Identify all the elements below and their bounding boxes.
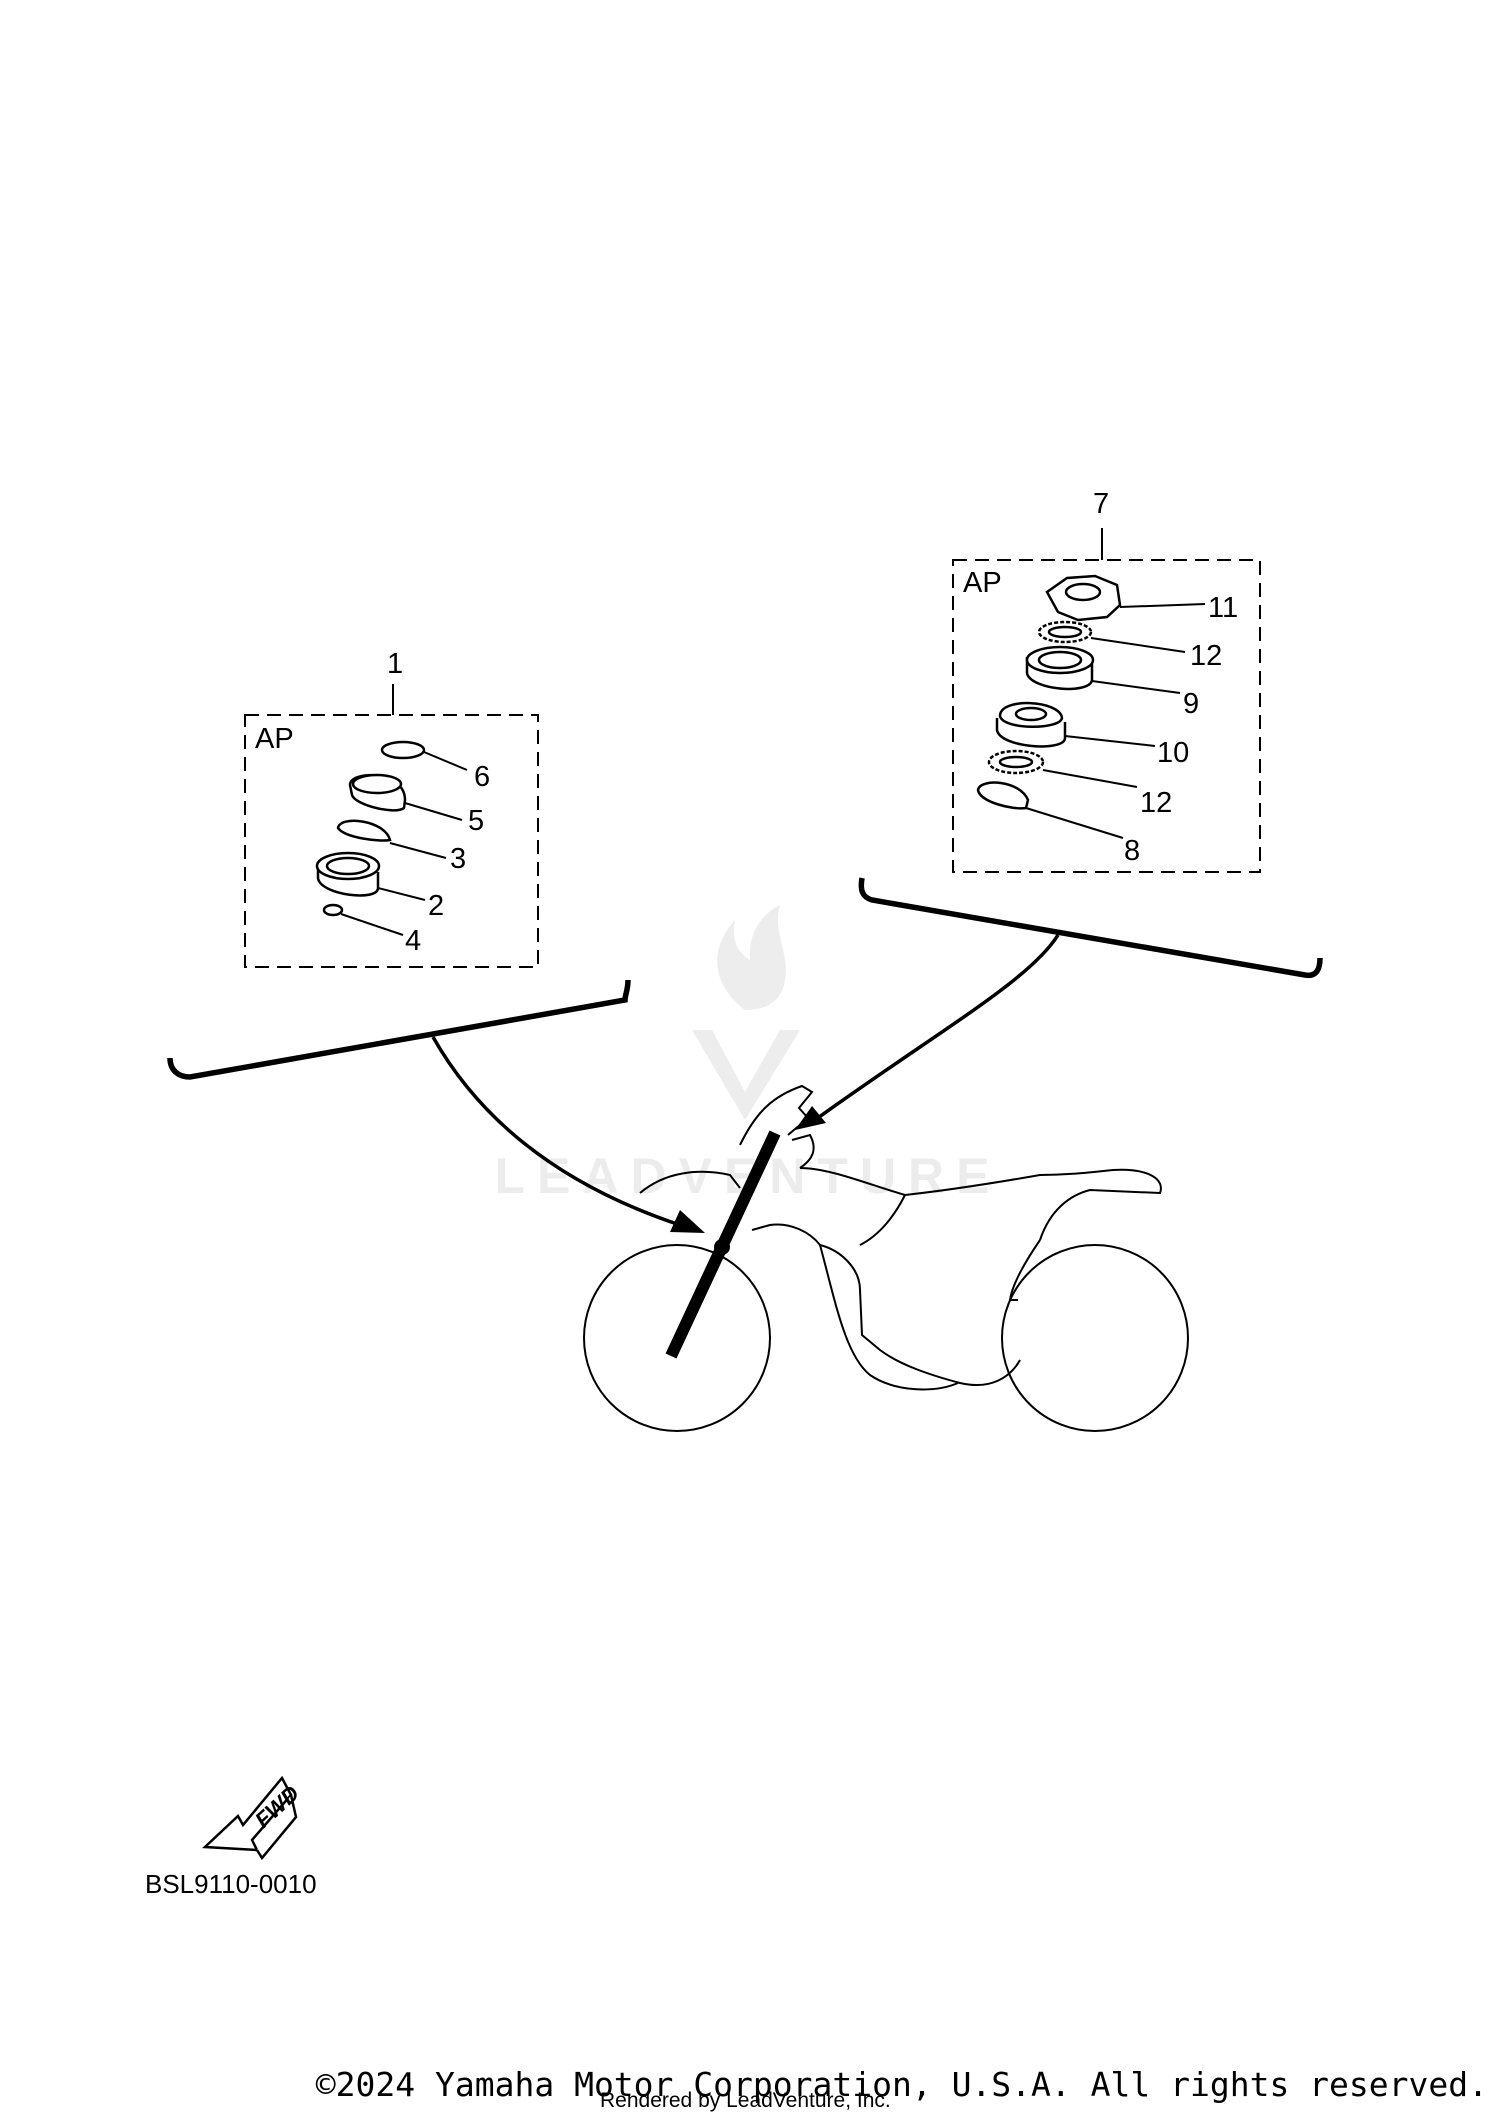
assembly-right-arrow [813,934,1060,1122]
rear-fender [1008,1239,1041,1301]
assembly-left-box-label: AP [255,723,294,755]
part-10-callout: 10 [1157,737,1189,769]
part-2-callout: 2 [428,890,444,922]
copyright-notice: ©2024 Yamaha Motor Corporation, U.S.A. A… [315,2065,1488,2104]
rendered-by-notice: Rendered by LeadVenture, Inc. [600,2089,891,2112]
assembly-right-bracket [858,877,1323,979]
part-11-callout: 11 [1208,592,1238,624]
part-8-callout: 8 [1124,835,1140,867]
assembly-left-callout: 1 [387,648,403,680]
watermark: LEADVENTURE [494,905,990,1204]
fwd-arrow-icon: FWD [202,1775,304,1861]
frame-engine [751,1223,1021,1386]
assembly-right-callout: 7 [1093,488,1109,520]
part-4-callout: 4 [405,925,421,957]
part-3-callout: 3 [450,843,466,875]
tank-and-seat [799,1167,1162,1241]
washer-icon [380,740,426,760]
shroud [859,1194,906,1246]
footer: ©2024 Yamaha Motor Corporation, U.S.A. A… [0,2045,1500,2115]
part-5-callout: 5 [468,805,484,837]
frame-lower [819,1244,959,1391]
part-12a-callout: 12 [1190,640,1222,672]
assembly-right-box [952,559,1261,873]
o-ring-icon [322,903,344,917]
headlight [791,1133,815,1169]
assembly-left-arrow [431,1036,681,1227]
assembly-left-bracket [167,979,631,1080]
assembly-right-box-label: AP [963,567,1002,599]
steering-head [714,1239,730,1255]
assembly-right-arrowhead [795,1106,826,1130]
part-9-callout: 9 [1183,688,1199,720]
assembly-left-arrowhead [670,1210,705,1233]
front-fender [639,1170,741,1194]
part-6-callout: 6 [474,761,490,793]
seal-icon [976,781,1030,810]
watermark-flame-icon [717,905,786,1010]
assembly-left-box [244,714,539,968]
handlebar-number-plate [739,1084,814,1146]
assembly-left: 1 AP 6 5 3 2 4 [167,648,705,1233]
front-wheel [583,1244,771,1432]
motorcycle-outline [583,1084,1189,1432]
diagram-code: BSL9110-0010 [145,1869,317,1899]
part-12b-callout: 12 [1140,787,1172,819]
circlip-icon [336,819,392,842]
watermark-v-icon [692,1030,800,1120]
rear-wheel [1001,1244,1189,1432]
assembly-right: 7 AP 11 12 9 10 12 8 [795,488,1323,1130]
